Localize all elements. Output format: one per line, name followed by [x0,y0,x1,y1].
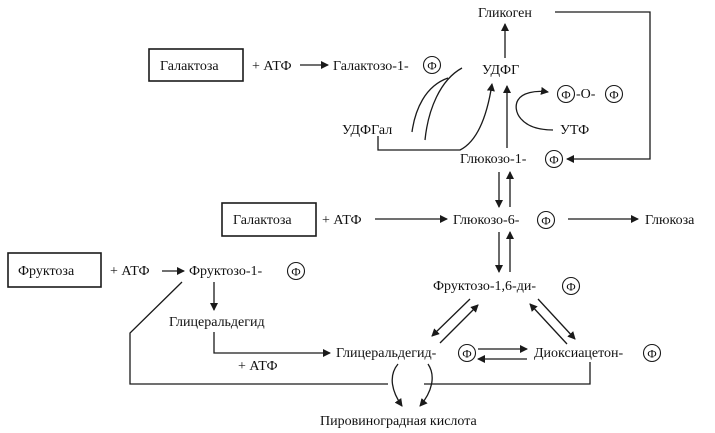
arrow-glyceraldehyde-p-to-pyruvic [391,363,403,407]
svg-text:Ф: Ф [566,280,575,294]
svg-text:Ф: Ф [561,88,570,102]
phosphate-circle: Ф [544,149,564,169]
phosphate-circle: Ф [536,210,556,230]
udpg-label: УДФГ [482,63,519,78]
phosphate-circle: Ф [286,261,306,281]
glyceraldehyde-phosphate-label: Глицеральдегид- [336,346,437,361]
plus-atp-label-2: + АТФ [322,213,362,228]
svg-text:Ф: Ф [462,347,471,361]
curve-bottom-crossing [419,363,433,407]
line-dihydroxyacetone-to-bottom [424,362,591,385]
svg-text:Ф: Ф [549,153,558,167]
arrow-utp-to-ppi [515,86,554,131]
arrow-fructose-16dp-to-glyceraldehyde-p [431,298,471,337]
utp-label: УТФ [560,123,589,138]
dihydroxyacetone-phosphate-label: Диоксиацетон- [534,346,624,361]
udpgal-label: УДФГал [342,123,392,138]
plus-atp-label-4: + АТФ [238,359,278,374]
svg-text:Ф: Ф [541,214,550,228]
phosphate-circle: Ф [457,343,477,363]
phosphate-circle: Ф [604,84,624,104]
svg-text:Ф: Ф [291,265,300,279]
phosphate-circle: Ф [642,343,662,363]
phosphate-circle: Ф [422,55,442,75]
arrow-dihydroxyacetone-to-fructose-16dp [529,303,568,345]
fructose-16-diphosphate-label: Фруктозо-1,6-ди- [433,279,536,294]
svg-text:Ф: Ф [609,88,618,102]
arrow-udpgal-to-udpg [377,83,495,151]
galactose-label-1: Галактоза [160,59,219,74]
glucose-6-phosphate-label: Глюкозо-6- [453,213,520,228]
svg-text:Ф: Ф [647,347,656,361]
ppi-label: -О- [576,87,596,102]
arrow-glycogen-to-glucose-1p [555,11,651,163]
plus-atp-label-1: + АТФ [252,59,292,74]
galactose-1-phosphate-label: Галактозо-1- [333,59,409,74]
curve-udpg-exchange [411,77,449,133]
arrow-glyceraldehyde-to-glyceraldehyde-p [213,332,331,357]
galactose-label-2: Галактоза [233,213,292,228]
phosphate-circle: Ф [556,84,576,104]
glucose-label: Глюкоза [645,213,695,228]
fructose-label: Фруктоза [18,264,75,279]
fructose-box [7,252,102,288]
plus-atp-label-3: + АТФ [110,264,150,279]
arrow-fructose-16dp-to-dihydroxyacetone [537,298,576,340]
glucose-1-phosphate-label: Глюкозо-1- [460,152,527,167]
galactose-box-1 [148,48,244,82]
galactose-box-2 [221,202,317,237]
svg-text:Ф: Ф [427,59,436,73]
phosphate-circle: Ф [561,276,581,296]
curve-galactose-1p-to-udpgal [424,67,463,141]
glyceraldehyde-label: Глицеральдегид [169,315,265,330]
glycogen-label: Гликоген [478,6,532,21]
arrow-glyceraldehyde-p-to-fructose-16dp [439,304,479,344]
line-fructose-1p-to-bottom [129,281,388,385]
pyruvic-acid-label: Пировиноградная кислота [320,414,478,429]
fructose-1-phosphate-label: Фруктозо-1- [189,264,263,279]
